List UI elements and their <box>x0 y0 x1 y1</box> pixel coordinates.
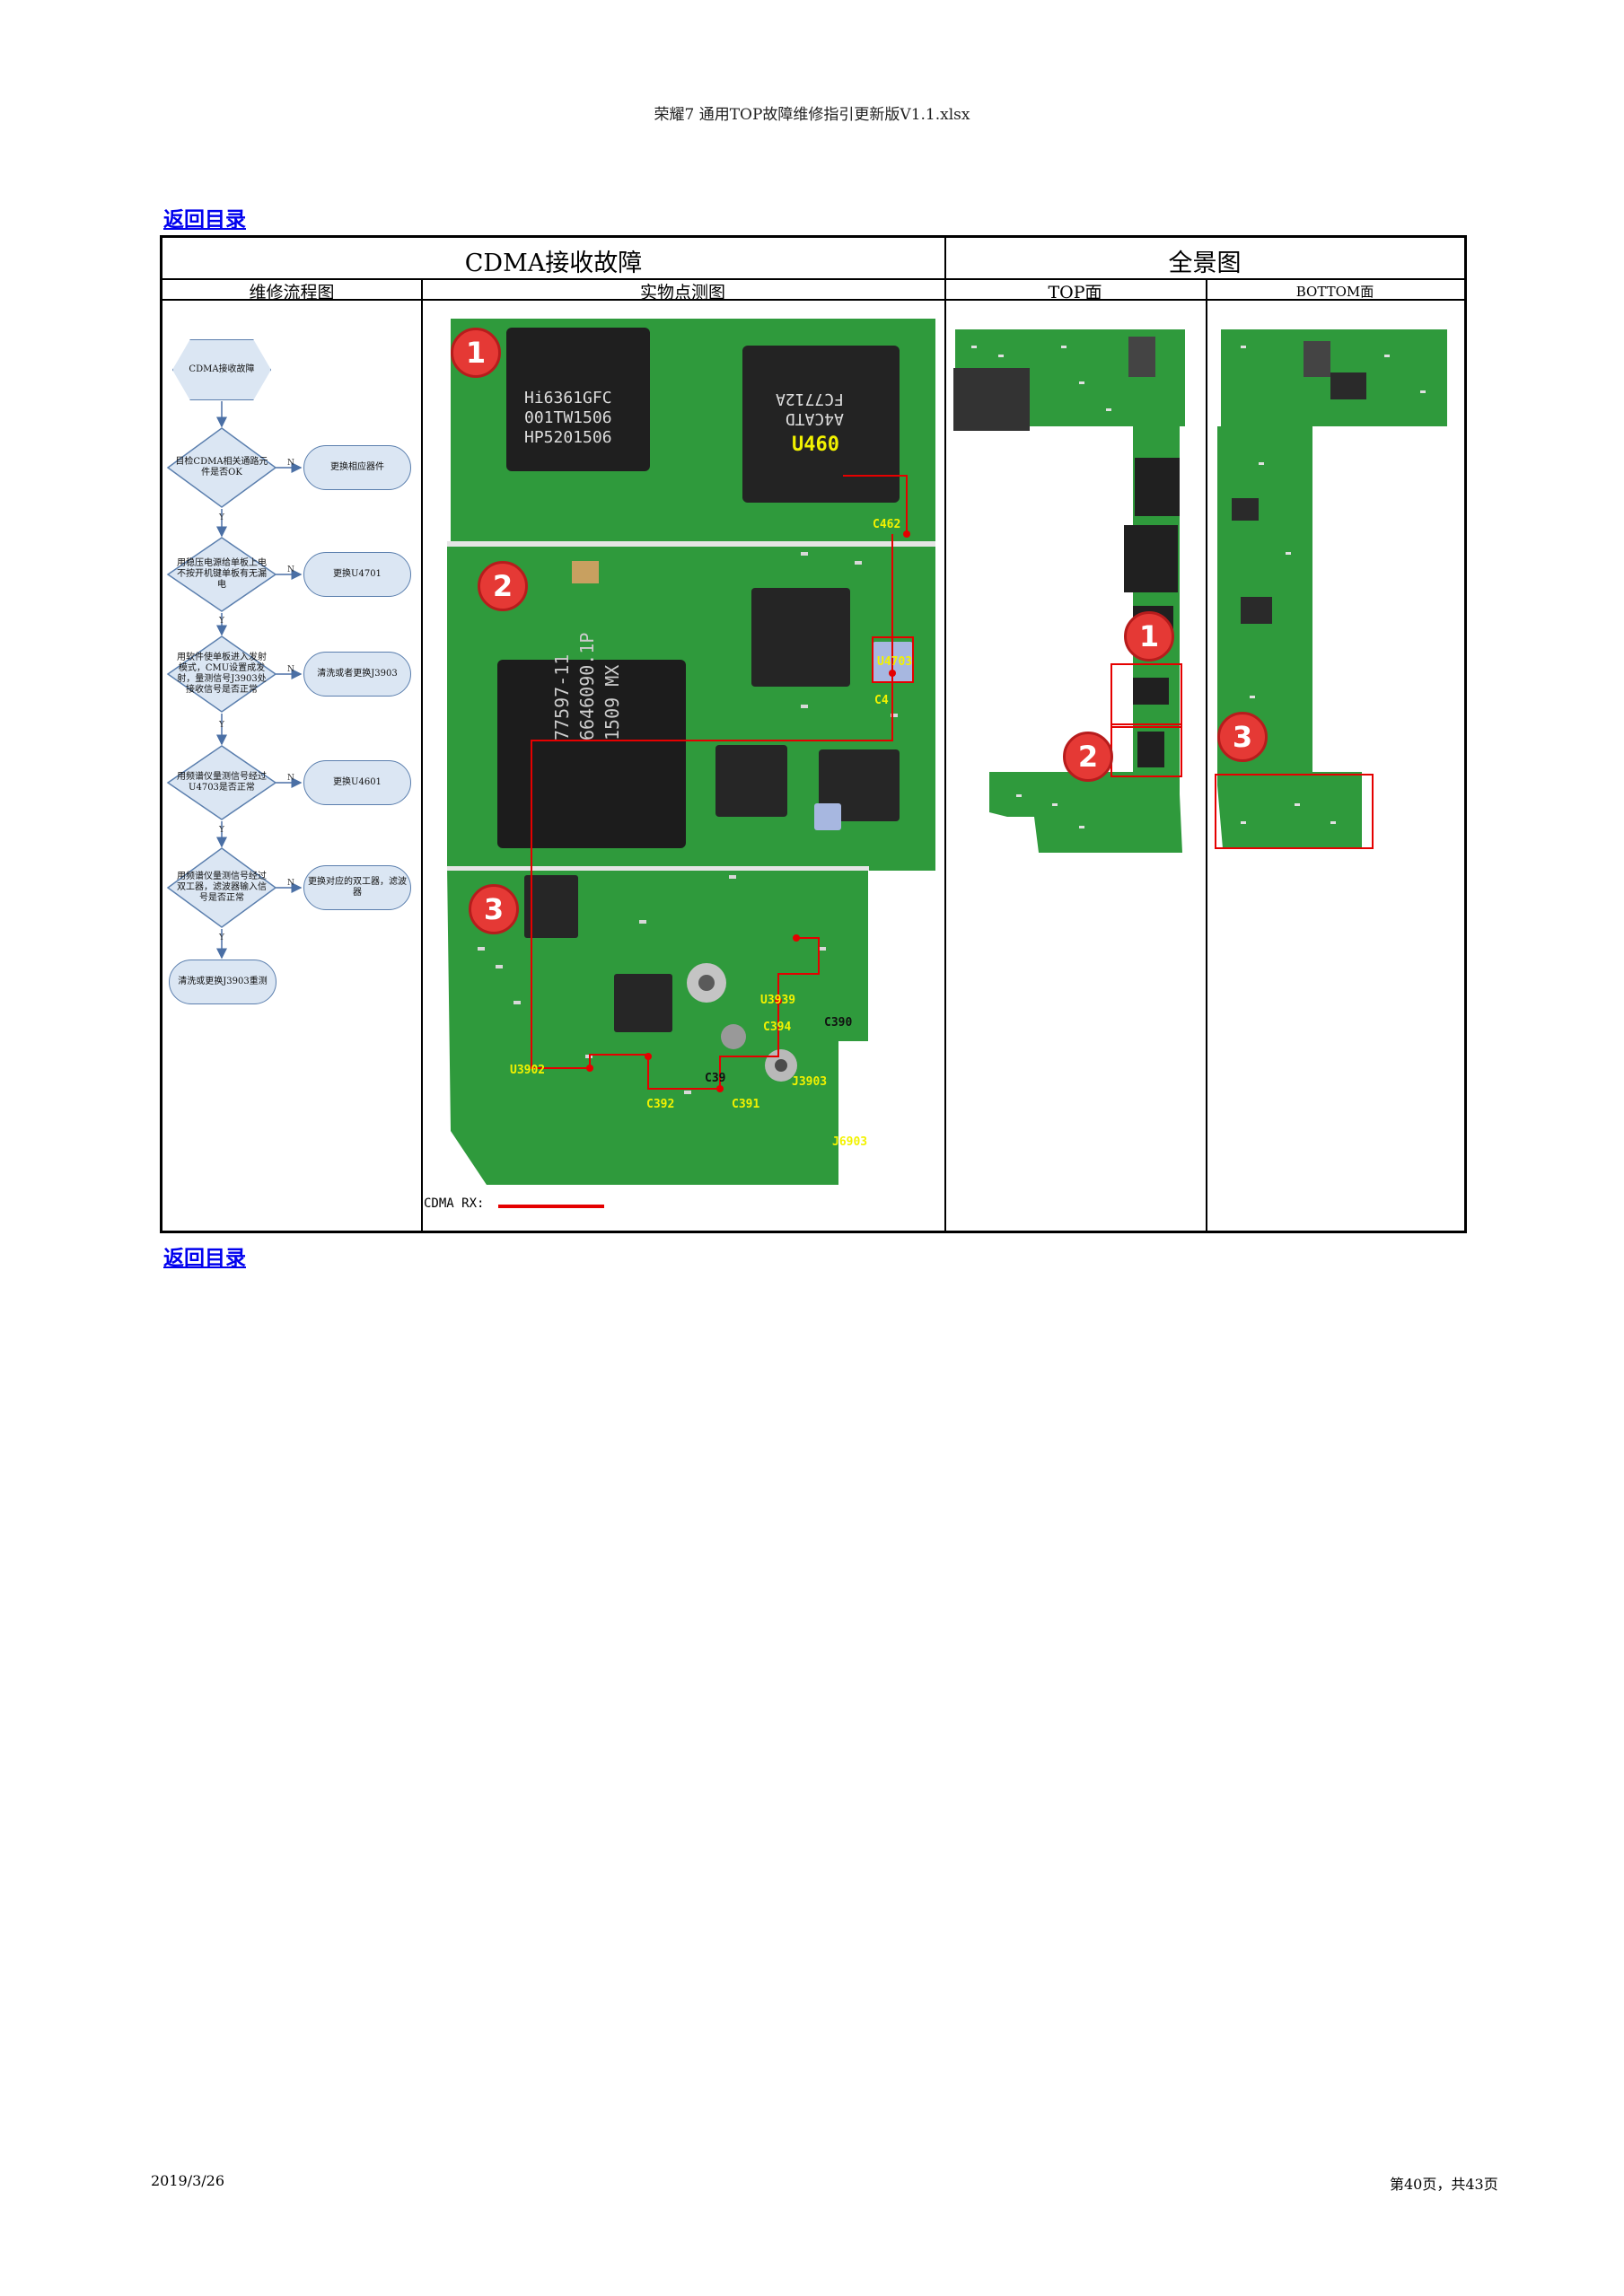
flow-no-label-5: N <box>287 879 294 888</box>
section-title-overview: 全景图 <box>1168 250 1242 277</box>
flow-decision-3: 用软件使单板进入发射模式，CMU设置成发射，量测信号J3903处接收信号是否正常 <box>177 653 267 695</box>
marker-badge-2: 2 <box>478 561 528 611</box>
flow-no-label-2: N <box>287 565 294 574</box>
top-marker-badge-1: 1 <box>1124 611 1174 662</box>
col-header-photo: 实物点测图 <box>639 283 725 302</box>
chip-text-hi6361: Hi6361GFC 001TW1506 HP5201506 <box>524 389 612 447</box>
flow-yes-label-1: Y <box>219 513 224 522</box>
label-c39x: C39 <box>705 1072 726 1085</box>
flow-action-5: 更换对应的双工器，滤波器 <box>303 865 411 910</box>
table-col-divider-3 <box>1206 278 1207 1231</box>
top-overview: 1 2 <box>944 319 1205 857</box>
label-u3902: U3902 <box>510 1064 546 1077</box>
flow-decision-4: 用频谱仪量测信号经过U4703是否正常 <box>177 772 267 793</box>
flow-action-3: 清洗或者更换J3903 <box>303 652 411 697</box>
flow-decision-2: 用稳压电源给单板上电不按开机键单板有无漏电 <box>177 558 267 590</box>
col-header-flow: 维修流程图 <box>249 283 335 302</box>
decision-shape-4 <box>166 745 277 820</box>
flow-end-node: 清洗或更换J3903重测 <box>169 960 277 1004</box>
label-c394: C394 <box>763 1021 792 1034</box>
page-number: 第40页，共43页 <box>1390 2176 1498 2193</box>
table-rule-2 <box>162 299 1464 301</box>
pcb-photo-drawing <box>447 319 935 1185</box>
flowchart: CDMA接收故障 目检CDMA相关通路元件是否OK 用稳压电源给单板上电不按开机… <box>162 301 422 1225</box>
flow-no-label-4: N <box>287 774 294 783</box>
pcb-photo: Hi6361GFC 001TW1506 HP5201506 A4CATD FC7… <box>424 319 935 1189</box>
flow-decision-5: 用频谱仪量测信号经过双工器，滤波器输入信号是否正常 <box>177 872 267 903</box>
back-to-contents-link-top[interactable]: 返回目录 <box>163 207 246 232</box>
document-header: 荣耀7 通用TOP故障维修指引更新版V1.1.xlsx <box>654 106 970 124</box>
bottom-board-drawing <box>1215 329 1447 849</box>
section-title-cdma: CDMA接收故障 <box>464 250 643 277</box>
flow-yes-label-2: Y <box>219 617 224 626</box>
back-to-contents-link-bottom[interactable]: 返回目录 <box>163 1246 246 1270</box>
label-c391: C391 <box>732 1098 760 1111</box>
table-col-divider-1 <box>421 278 423 1231</box>
marker-badge-1: 1 <box>451 328 501 378</box>
col-header-top: TOP面 <box>1048 283 1102 302</box>
flow-start-node: CDMA接收故障 <box>172 339 271 400</box>
label-c390: C390 <box>824 1016 853 1030</box>
flow-decision-1: 目检CDMA相关通路元件是否OK <box>175 457 268 478</box>
table-rule-1 <box>162 278 1464 280</box>
bottom-overview: 3 <box>1205 319 1465 857</box>
flow-yes-label-5: Y <box>219 933 224 942</box>
label-c392: C392 <box>646 1098 675 1111</box>
decision-shape-1 <box>166 427 277 508</box>
label-c462: C462 <box>873 518 901 531</box>
flow-yes-label-4: Y <box>219 826 224 835</box>
flow-yes-label-3: Y <box>219 721 224 730</box>
legend-label: CDMA RX: <box>424 1196 485 1211</box>
flow-action-4: 更换U4601 <box>303 760 411 805</box>
legend-red-line <box>498 1205 604 1208</box>
top-board-drawing <box>953 329 1185 853</box>
label-u4703: U4703 <box>877 655 913 669</box>
label-u3939: U3939 <box>760 994 796 1007</box>
bottom-marker-badge-3: 3 <box>1217 712 1268 762</box>
print-date: 2019/3/26 <box>151 2172 225 2189</box>
decision-shape-2 <box>166 537 277 612</box>
label-c4: C4 <box>874 694 889 707</box>
fault-table: CDMA接收故障 全景图 维修流程图 实物点测图 TOP面 BOTTOM面 <box>160 235 1467 1233</box>
flow-action-1: 更换相应器件 <box>303 445 411 490</box>
chip-text-fc7712: A4CATD FC7712A <box>776 390 844 428</box>
col-header-bottom: BOTTOM面 <box>1295 284 1374 300</box>
decision-shape-5 <box>166 847 277 928</box>
chip-text-77597: 77597-11 6646090.1P 1509 MX <box>551 632 623 741</box>
top-marker-badge-2: 2 <box>1063 732 1113 782</box>
label-j6903: J6903 <box>832 1135 868 1149</box>
flow-no-label-3: N <box>287 665 294 674</box>
table-col-divider-2 <box>944 238 946 1231</box>
flow-no-label-1: N <box>287 459 294 468</box>
marker-badge-3: 3 <box>469 884 519 934</box>
label-j3903: J3903 <box>792 1075 828 1089</box>
flow-action-2: 更换U4701 <box>303 552 411 597</box>
label-u460: U460 <box>792 434 839 456</box>
flowchart-connectors <box>166 401 303 960</box>
decision-shape-3 <box>166 635 277 713</box>
